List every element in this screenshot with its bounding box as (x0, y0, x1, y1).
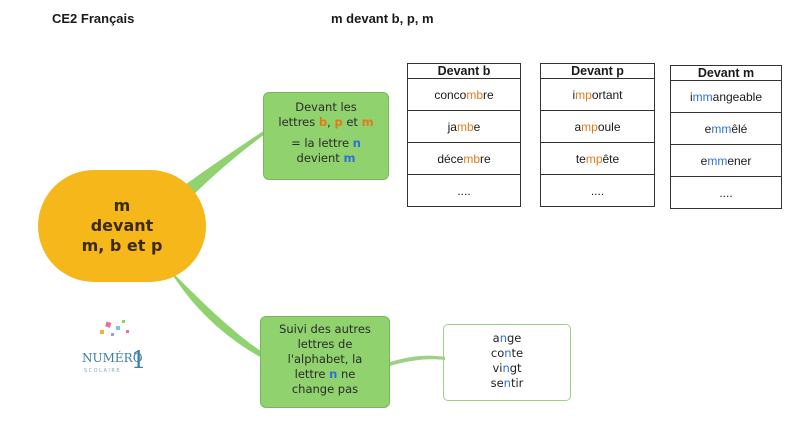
center-line-3: m, b et p (81, 236, 163, 255)
rule-text: = la lettre (291, 136, 353, 150)
numero1-logo: NUMÉRO 1 SCOLAIRE (82, 320, 146, 374)
example-word: ange (492, 331, 522, 345)
examples-box: ange conte vingt sentir (443, 324, 571, 401)
logo-word: NUMÉRO (82, 350, 143, 365)
other-line-3: l'alphabet, la (287, 352, 363, 366)
rule-text: , (327, 115, 335, 129)
table-header: Devant b (407, 63, 521, 79)
rule-line-2: lettres b, p et m (264, 115, 388, 130)
center-line-1: m (113, 196, 131, 215)
header-topic: m devant b, p, m (331, 11, 434, 26)
table-cell: important (540, 78, 655, 111)
other-line-4: lettre n ne (261, 367, 389, 382)
header-level: CE2 Français (52, 11, 135, 26)
other-line-2: lettres de (297, 337, 353, 351)
table-cell: concombre (407, 78, 521, 111)
letter-b: b (318, 115, 328, 129)
center-node: m devant m, b et p (38, 170, 206, 282)
table-cell: jambe (407, 110, 521, 143)
table-cell: .... (407, 174, 521, 207)
table-cell: décembre (407, 142, 521, 175)
letter-m: m (343, 151, 356, 165)
other-text: ne (337, 367, 356, 381)
table-devant-b: Devant b concombre jambe décembre .... (407, 63, 521, 207)
rule-text: devient (296, 151, 344, 165)
rule-line-3: = la lettre n (264, 136, 388, 151)
letter-n: n (329, 367, 338, 381)
table-cell: immangeable (670, 80, 782, 113)
other-line-1: Suivi des autres (279, 322, 371, 336)
table-cell: tempête (540, 142, 655, 175)
rule-text: et (342, 115, 362, 129)
example-word: vingt (492, 361, 522, 375)
example-word: conte (490, 346, 524, 360)
branch-top (170, 130, 265, 206)
rule-text: lettres (278, 115, 319, 129)
table-header: Devant p (540, 63, 655, 79)
other-letters-box: Suivi des autres lettres de l'alphabet, … (260, 316, 390, 408)
logo-number: 1 (131, 346, 146, 374)
table-cell: emmener (670, 144, 782, 177)
example-word: sentir (490, 376, 524, 390)
other-line-5: change pas (291, 382, 359, 396)
rule-line-4: devient m (264, 151, 388, 166)
other-text: lettre (294, 367, 330, 381)
table-cell: .... (670, 176, 782, 209)
rule-line-1: Devant les (295, 100, 357, 114)
logo-sparkles-icon (100, 320, 129, 336)
branch-bottom (168, 268, 262, 358)
table-devant-m: Devant m immangeable emmêlé emmener .... (670, 65, 782, 209)
letter-p: p (334, 115, 343, 129)
table-devant-p: Devant p important ampoule tempête .... (540, 63, 655, 207)
table-header: Devant m (670, 65, 782, 81)
letter-n: n (352, 136, 361, 150)
letter-m: m (361, 115, 374, 129)
table-cell: ampoule (540, 110, 655, 143)
table-cell: .... (540, 174, 655, 207)
logo-sub: SCOLAIRE (84, 368, 121, 374)
table-cell: emmêlé (670, 112, 782, 145)
branch-examples (390, 355, 445, 366)
center-line-2: devant (90, 216, 154, 235)
rule-box: Devant les lettres b, p et m = la lettre… (263, 92, 389, 180)
